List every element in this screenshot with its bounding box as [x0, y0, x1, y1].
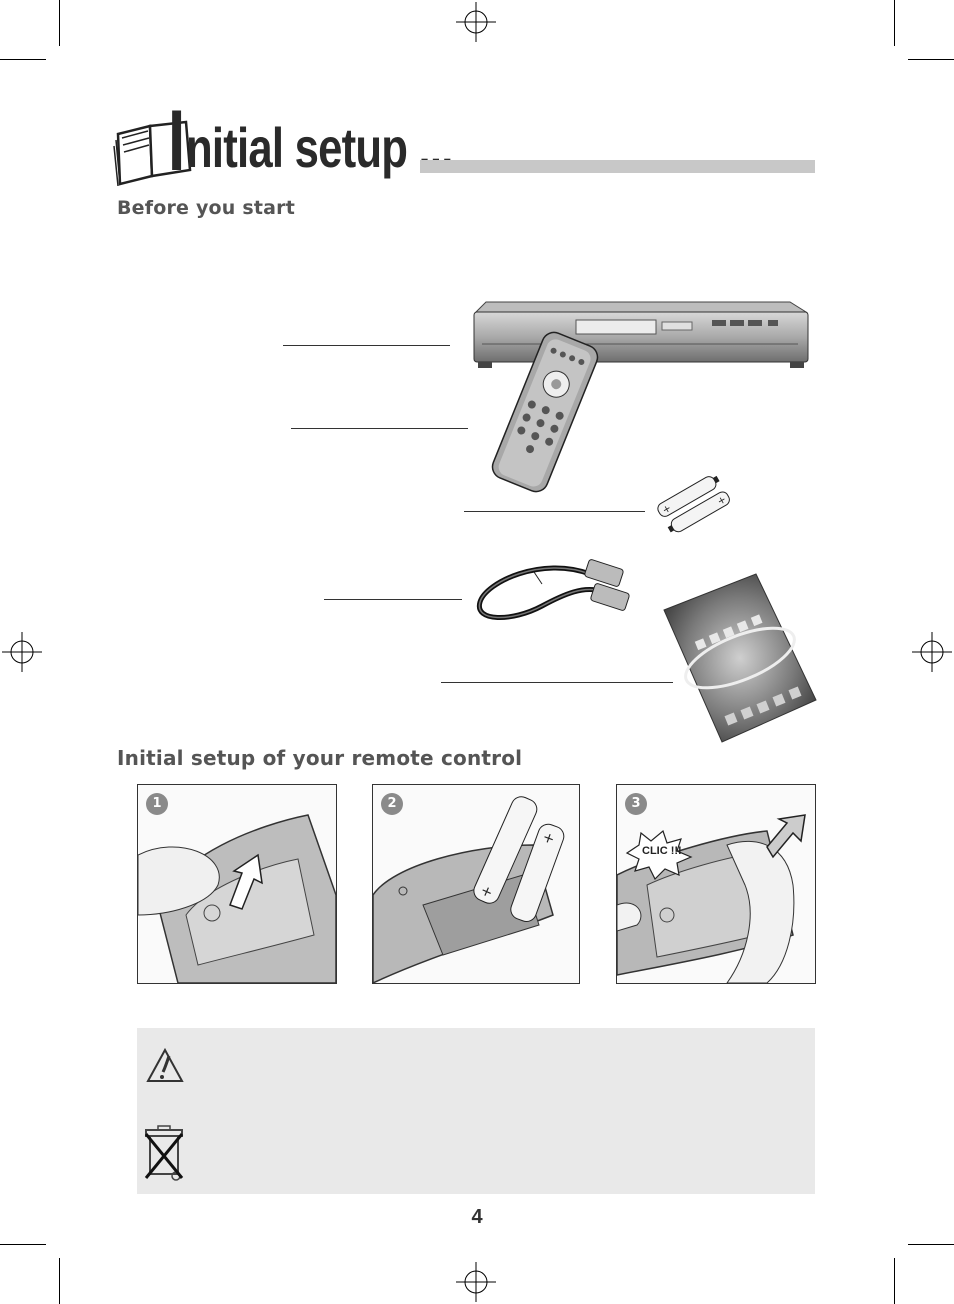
booklet-icon: [663, 573, 817, 743]
crop-mark: [908, 1244, 954, 1245]
leader-line: [291, 428, 468, 429]
registration-mark-icon: [912, 632, 952, 672]
step-number-badge: 1: [146, 793, 168, 815]
leader-line: [441, 682, 673, 683]
section-heading-before-you-start: Before you start: [117, 197, 296, 219]
batteries-icon: + +: [657, 475, 730, 533]
page-title-initial: I: [168, 93, 186, 189]
step-number-badge: 3: [625, 793, 647, 815]
open-book-icon: [113, 120, 192, 186]
clic-caption: CLIC !!!: [642, 845, 682, 857]
step-number-badge: 2: [381, 793, 403, 815]
page-title: nitial setup ...: [186, 116, 453, 179]
registration-mark-icon: [456, 1262, 496, 1302]
open-battery-cover-icon: [138, 814, 336, 983]
leader-line: [283, 345, 450, 346]
crop-mark: [908, 59, 954, 60]
warning-icon: [146, 1047, 184, 1082]
registration-mark-icon: [2, 632, 42, 672]
title-underline-bar: [420, 160, 815, 173]
crop-mark: [59, 0, 60, 46]
remote-control-icon: [491, 331, 599, 493]
crop-mark: [0, 59, 46, 60]
svg-text:+: +: [540, 829, 556, 848]
step-panel-1: 1: [137, 784, 337, 984]
notes-box: [137, 1028, 815, 1194]
section-heading-remote-setup: Initial setup of your remote control: [117, 746, 523, 770]
insert-batteries-icon: + +: [373, 796, 565, 983]
crop-mark: [59, 1258, 60, 1304]
crop-mark: [894, 0, 895, 46]
crossed-bin-icon: [144, 1125, 184, 1181]
scart-cable-icon: [476, 559, 630, 620]
registration-mark-icon: [456, 2, 496, 42]
crop-mark: [894, 1258, 895, 1304]
step-panel-3: CLIC !!! 3: [616, 784, 816, 984]
leader-line: [464, 511, 645, 512]
page-number: 4: [471, 1206, 483, 1228]
crop-mark: [0, 1244, 46, 1245]
close-battery-cover-icon: [617, 814, 806, 983]
leader-line: [324, 599, 462, 600]
step-panel-2: + + 2: [372, 784, 580, 984]
